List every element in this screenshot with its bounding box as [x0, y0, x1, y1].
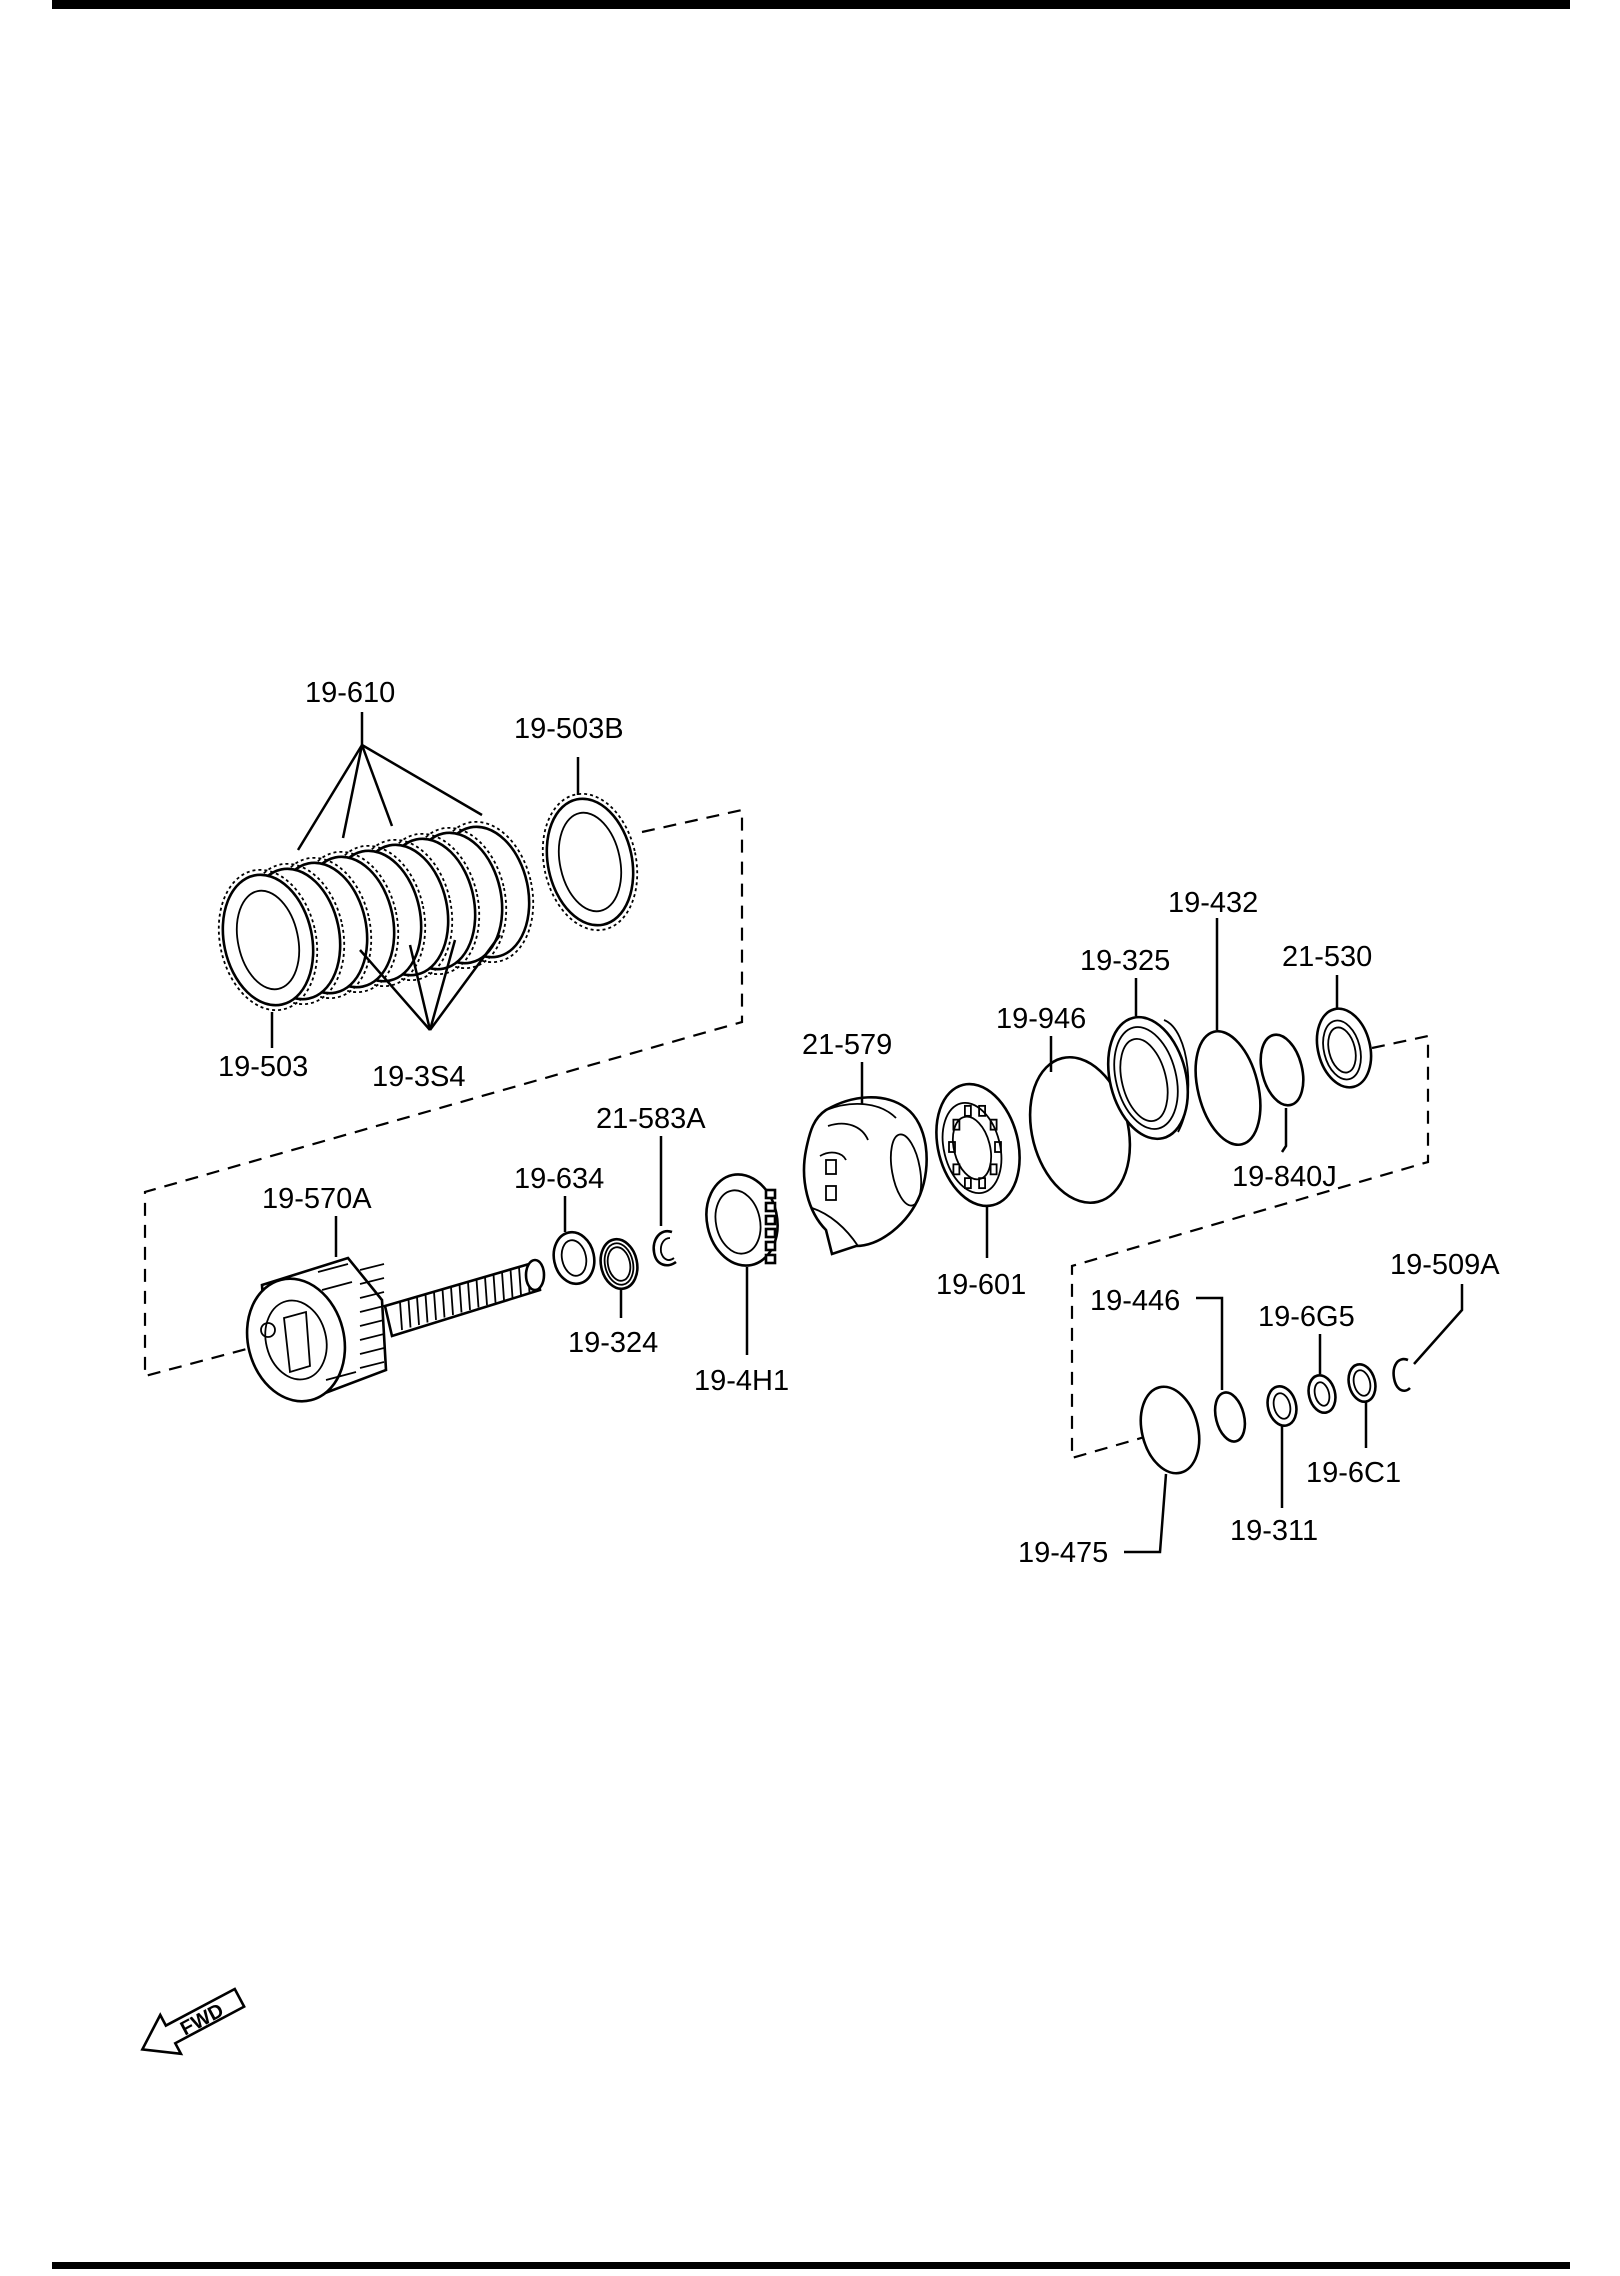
thrust-washer-19-634	[552, 1230, 596, 1286]
label-21-530: 21-530	[1282, 941, 1372, 973]
label-19-4H1: 19-4H1	[694, 1365, 789, 1397]
label-21-583A: 21-583A	[596, 1103, 706, 1135]
label-19-446: 19-446	[1090, 1285, 1180, 1317]
label-19-610: 19-610	[305, 677, 395, 709]
piston-19-325	[1106, 1015, 1190, 1141]
bearing-19-6G5	[1307, 1373, 1337, 1415]
label-19-6C1: 19-6C1	[1306, 1457, 1401, 1489]
label-19-3S4: 19-3S4	[372, 1061, 466, 1093]
forward-direction-arrow: FWD	[140, 1987, 246, 2056]
bottom-border-rule	[52, 2262, 1570, 2269]
plate-19-503B	[545, 797, 635, 927]
snap-ring-19-509A	[1392, 1357, 1411, 1392]
output-shaft-19-570A	[245, 1256, 546, 1403]
o-ring-19-446	[1213, 1391, 1247, 1443]
label-19-509A: 19-509A	[1390, 1249, 1500, 1281]
label-19-475: 19-475	[1018, 1537, 1108, 1569]
fwd-arrow-icon	[140, 1987, 246, 2056]
label-19-601: 19-601	[936, 1269, 1026, 1301]
label-19-946: 19-946	[996, 1003, 1086, 1035]
drum-21-579	[802, 1096, 928, 1256]
seal-ring-19-432	[1194, 1029, 1262, 1147]
label-19-634: 19-634	[514, 1163, 604, 1195]
washer-19-6C1	[1347, 1362, 1377, 1404]
seal-21-530	[1315, 1007, 1373, 1089]
bearing-19-311	[1266, 1385, 1298, 1427]
label-19-325: 19-325	[1080, 945, 1170, 977]
snap-ring-21-583A	[652, 1229, 677, 1267]
bearing-19-601	[935, 1082, 1021, 1208]
label-19-6G5: 19-6G5	[1258, 1301, 1355, 1333]
clutch-plate	[217, 868, 319, 1012]
label-19-432: 19-432	[1168, 887, 1258, 919]
bearing-19-324	[599, 1237, 639, 1291]
label-19-311: 19-311	[1230, 1515, 1318, 1547]
label-19-570A: 19-570A	[262, 1183, 372, 1215]
top-border-rule	[52, 0, 1570, 9]
label-19-840J: 19-840J	[1232, 1161, 1337, 1193]
o-ring-19-475	[1139, 1385, 1201, 1475]
seal-ring-19-840J	[1259, 1033, 1305, 1107]
group-boundary-right	[1070, 1034, 1430, 1460]
group-boundary-left	[143, 808, 744, 1378]
label-19-503: 19-503	[218, 1051, 308, 1083]
clutch-plate-pack	[217, 792, 639, 1012]
label-19-503B: 19-503B	[514, 713, 624, 745]
one-way-clutch-19-4H1	[705, 1173, 779, 1267]
label-19-324: 19-324	[568, 1327, 658, 1359]
label-21-579: 21-579	[802, 1029, 892, 1061]
